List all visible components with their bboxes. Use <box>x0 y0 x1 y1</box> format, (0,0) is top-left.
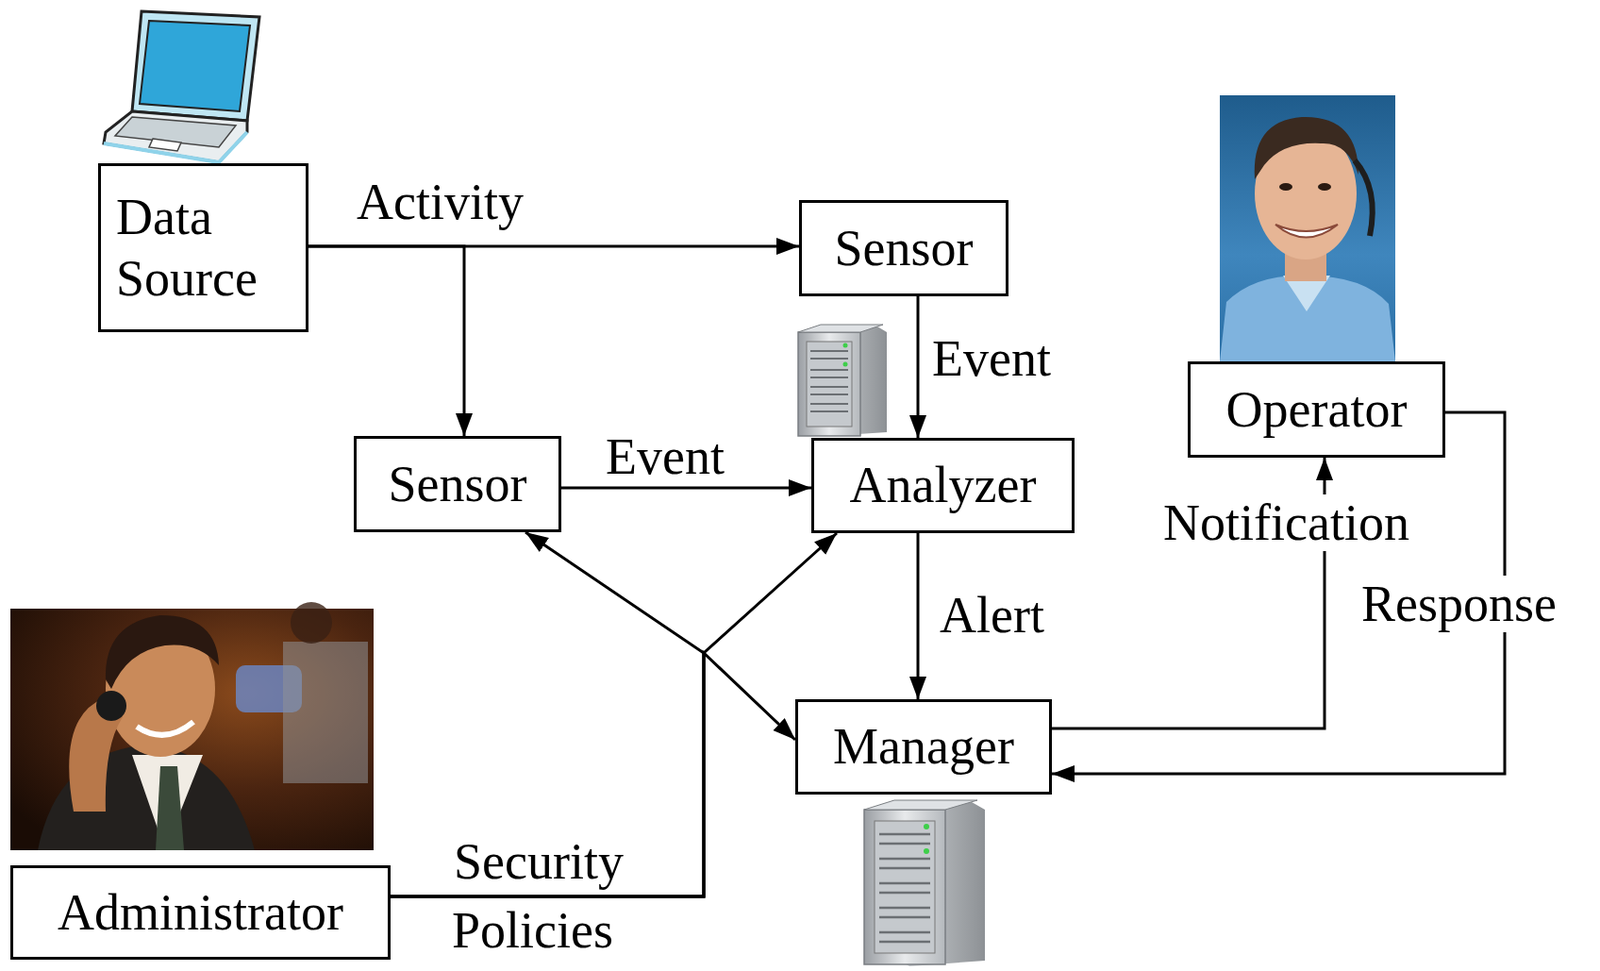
process-box: Operator <box>1187 361 1446 458</box>
process-box: Sensor <box>799 200 1009 297</box>
process-box: Manager <box>795 699 1052 795</box>
process-box: Analyzer <box>811 437 1075 534</box>
laptop-icon <box>103 11 260 163</box>
box-label: Operator <box>1205 379 1428 441</box>
edge-label-box: Response <box>1359 569 1596 639</box>
box-label: Data Source <box>116 186 291 310</box>
edge-label-box: Event <box>603 422 774 492</box>
edge-label-box: Event <box>930 324 1100 394</box>
box-label: Administrator <box>28 882 373 944</box>
connector-arrow <box>916 533 920 700</box>
server-icon <box>798 324 887 436</box>
connector-arrow <box>561 486 812 490</box>
edge-label: Activity <box>354 173 526 231</box>
edge-label: Notification <box>1161 494 1412 551</box>
process-box: Sensor <box>353 435 562 533</box>
edge-label-box: Alert <box>937 581 1108 650</box>
process-box: Data Source <box>98 163 309 333</box>
connector-arrow <box>390 533 837 897</box>
connector-arrow <box>390 652 796 897</box>
process-box: Administrator <box>10 865 391 960</box>
edge-label-box: Security Policies <box>451 827 679 966</box>
edge-label-box: Notification <box>1161 488 1473 558</box>
connector-arrow <box>1051 457 1325 729</box>
connector-arrow <box>916 296 920 438</box>
edge-label-box: Activity <box>354 167 600 237</box>
edge-label: Event <box>930 330 1053 387</box>
edge-label: Alert <box>937 586 1047 644</box>
box-label: Sensor <box>816 217 991 280</box>
box-label: Manager <box>813 716 1034 778</box>
connector-arrow <box>390 532 704 897</box>
connector-arrow <box>308 246 465 436</box>
server-icon <box>864 800 985 967</box>
connector-arrow <box>1051 412 1505 774</box>
edge-label: Response <box>1359 575 1559 633</box>
operator-photo <box>1219 95 1396 362</box>
box-label: Sensor <box>371 453 544 516</box>
edge-label: Security Policies <box>451 833 624 959</box>
administrator-photo <box>10 601 374 850</box>
edge-label: Event <box>603 428 727 485</box>
box-label: Analyzer <box>829 454 1057 517</box>
